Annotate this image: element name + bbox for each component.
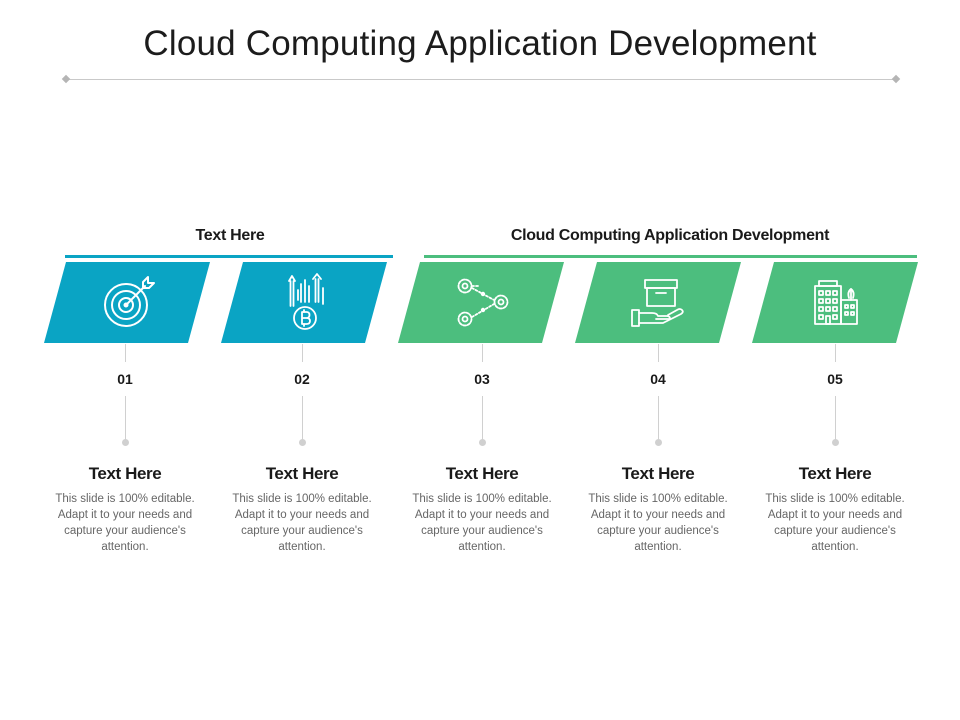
bitcoin-growth-icon	[288, 273, 324, 330]
connector-2-dot	[299, 439, 306, 446]
divider-left-diamond	[61, 74, 71, 84]
connector-5-dot	[832, 439, 839, 446]
group-label-1: Text Here	[195, 227, 265, 244]
connector-4-bottom	[658, 396, 659, 440]
connector-1-top	[125, 344, 126, 362]
connector-1-dot	[122, 439, 129, 446]
gears-network-icon	[457, 278, 509, 327]
connector-1-bottom	[125, 396, 126, 440]
step-title-1: Text Here	[88, 464, 162, 483]
step-number-4: 04	[650, 371, 666, 387]
step-description-1: This slide is 100% editable. Adapt it to…	[55, 493, 195, 553]
divider-right-diamond	[891, 74, 901, 84]
group-bar-2	[424, 255, 917, 258]
slide-title: Cloud Computing Application Development	[143, 24, 817, 63]
step-3-shape	[398, 262, 564, 343]
step-description-2: This slide is 100% editable. Adapt it to…	[232, 493, 372, 553]
group-label-2: Cloud Computing Application Development	[510, 227, 830, 244]
step-description-5: This slide is 100% editable. Adapt it to…	[765, 493, 905, 553]
step-number-3: 03	[474, 371, 490, 387]
step-title-3: Text Here	[445, 464, 519, 483]
connector-5-top	[835, 344, 836, 362]
title-divider	[66, 79, 896, 80]
step-number-2: 02	[294, 371, 310, 387]
hand-box-icon	[631, 279, 684, 327]
connector-2-bottom	[302, 396, 303, 440]
target-icon	[104, 276, 155, 327]
connector-2-top	[302, 344, 303, 362]
connector-3-dot	[479, 439, 486, 446]
step-1-shape	[44, 262, 210, 343]
step-description-4: This slide is 100% editable. Adapt it to…	[588, 493, 728, 553]
connector-4-top	[658, 344, 659, 362]
step-5-shape	[752, 262, 918, 343]
connector-3-bottom	[482, 396, 483, 440]
connector-4-dot	[655, 439, 662, 446]
step-number-1: 01	[117, 371, 133, 387]
connector-3-top	[482, 344, 483, 362]
step-number-5: 05	[827, 371, 843, 387]
connector-5-bottom	[835, 396, 836, 440]
step-title-5: Text Here	[798, 464, 872, 483]
step-4-shape	[575, 262, 741, 343]
step-description-3: This slide is 100% editable. Adapt it to…	[412, 493, 552, 553]
group-bar-1	[65, 255, 393, 258]
step-title-4: Text Here	[621, 464, 695, 483]
step-2-shape	[221, 262, 387, 343]
buildings-icon	[814, 280, 858, 325]
step-title-2: Text Here	[265, 464, 339, 483]
